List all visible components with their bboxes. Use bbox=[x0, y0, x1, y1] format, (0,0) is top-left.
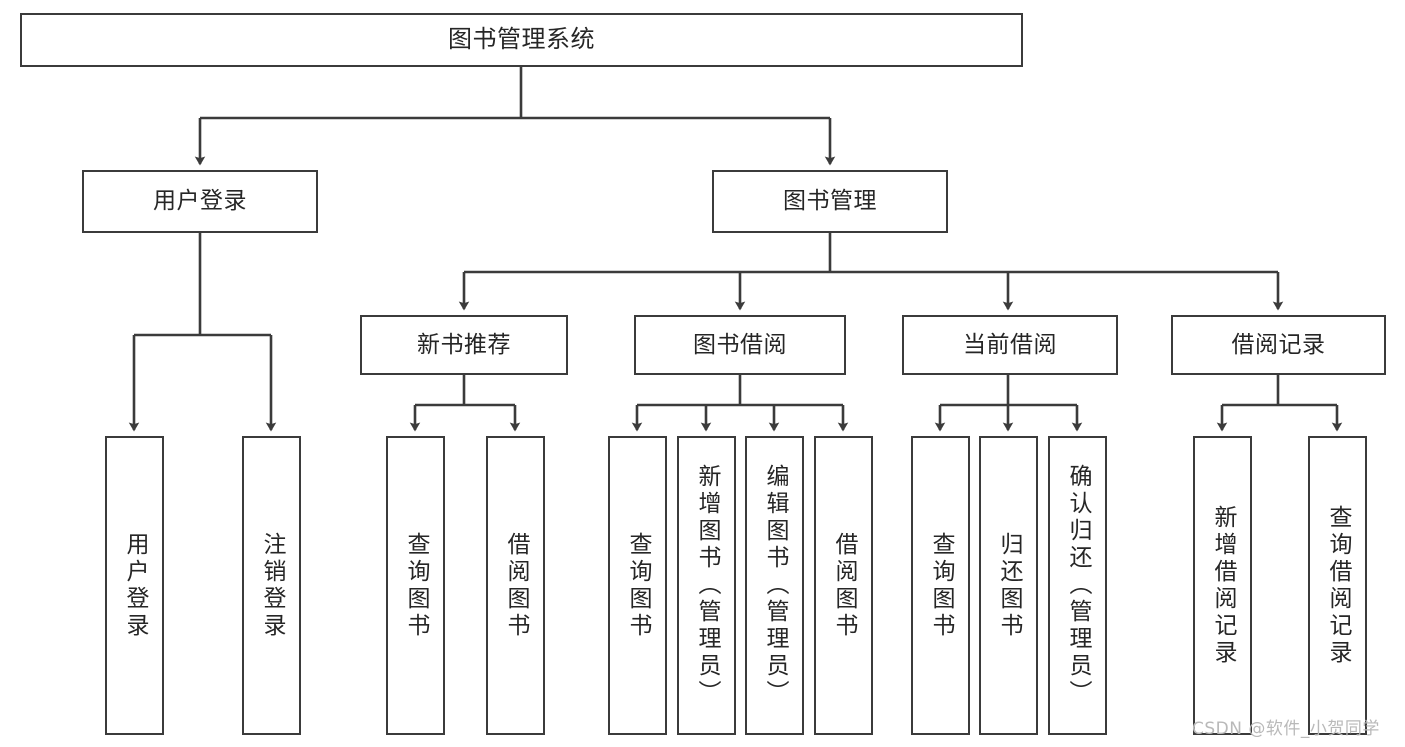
leaf-label: 查询图书 bbox=[625, 531, 651, 640]
node-label: 图书借阅 bbox=[693, 331, 787, 358]
leaf-query-book-borrow[interactable]: 查询图书 bbox=[608, 436, 667, 735]
node-label: 借阅记录 bbox=[1231, 331, 1326, 358]
leaf-label: 借阅图书 bbox=[503, 531, 529, 640]
leaf-logout-login[interactable]: 注销登录 bbox=[242, 436, 301, 735]
leaf-label: 编辑图书（管理员） bbox=[762, 464, 788, 707]
leaf-borrow-book-newbook[interactable]: 借阅图书 bbox=[486, 436, 545, 735]
node-book-management[interactable]: 图书管理 bbox=[712, 170, 948, 233]
node-new-book-recommendation[interactable]: 新书推荐 bbox=[360, 315, 568, 375]
leaf-label: 用户登录 bbox=[122, 531, 148, 640]
csdn-watermark: CSDN @软件_小贺同学 bbox=[1192, 719, 1380, 739]
node-current-borrowing[interactable]: 当前借阅 bbox=[902, 315, 1118, 375]
node-book-borrowing[interactable]: 图书借阅 bbox=[634, 315, 846, 375]
leaf-label: 查询图书 bbox=[928, 531, 954, 640]
leaf-confirm-return-admin[interactable]: 确认归还（管理员） bbox=[1048, 436, 1107, 735]
leaf-user-login[interactable]: 用户登录 bbox=[105, 436, 164, 735]
leaf-query-book-newbook[interactable]: 查询图书 bbox=[386, 436, 445, 735]
leaf-label: 新增图书（管理员） bbox=[694, 464, 720, 707]
leaf-add-borrow-record[interactable]: 新增借阅记录 bbox=[1193, 436, 1252, 735]
leaf-add-book-admin[interactable]: 新增图书（管理员） bbox=[677, 436, 736, 735]
node-root-book-management-system[interactable]: 图书管理系统 bbox=[20, 13, 1023, 67]
leaf-label: 归还图书 bbox=[996, 531, 1022, 640]
leaf-label: 新增借阅记录 bbox=[1210, 504, 1236, 667]
leaf-return-book[interactable]: 归还图书 bbox=[979, 436, 1038, 735]
leaf-label: 查询图书 bbox=[403, 531, 429, 640]
node-label: 用户登录 bbox=[153, 188, 247, 215]
node-label: 新书推荐 bbox=[417, 331, 511, 358]
leaf-label: 确认归还（管理员） bbox=[1065, 464, 1091, 707]
node-label: 图书管理系统 bbox=[448, 25, 595, 54]
leaf-query-book-current[interactable]: 查询图书 bbox=[911, 436, 970, 735]
leaf-label: 注销登录 bbox=[259, 531, 285, 640]
node-label: 图书管理 bbox=[783, 188, 877, 215]
node-label: 当前借阅 bbox=[963, 331, 1057, 358]
node-borrow-records[interactable]: 借阅记录 bbox=[1171, 315, 1386, 375]
leaf-borrow-book-borrow[interactable]: 借阅图书 bbox=[814, 436, 873, 735]
leaf-edit-book-admin[interactable]: 编辑图书（管理员） bbox=[745, 436, 804, 735]
leaf-label: 借阅图书 bbox=[831, 531, 857, 640]
node-user-login[interactable]: 用户登录 bbox=[82, 170, 318, 233]
leaf-query-borrow-record[interactable]: 查询借阅记录 bbox=[1308, 436, 1367, 735]
leaf-label: 查询借阅记录 bbox=[1325, 504, 1351, 667]
